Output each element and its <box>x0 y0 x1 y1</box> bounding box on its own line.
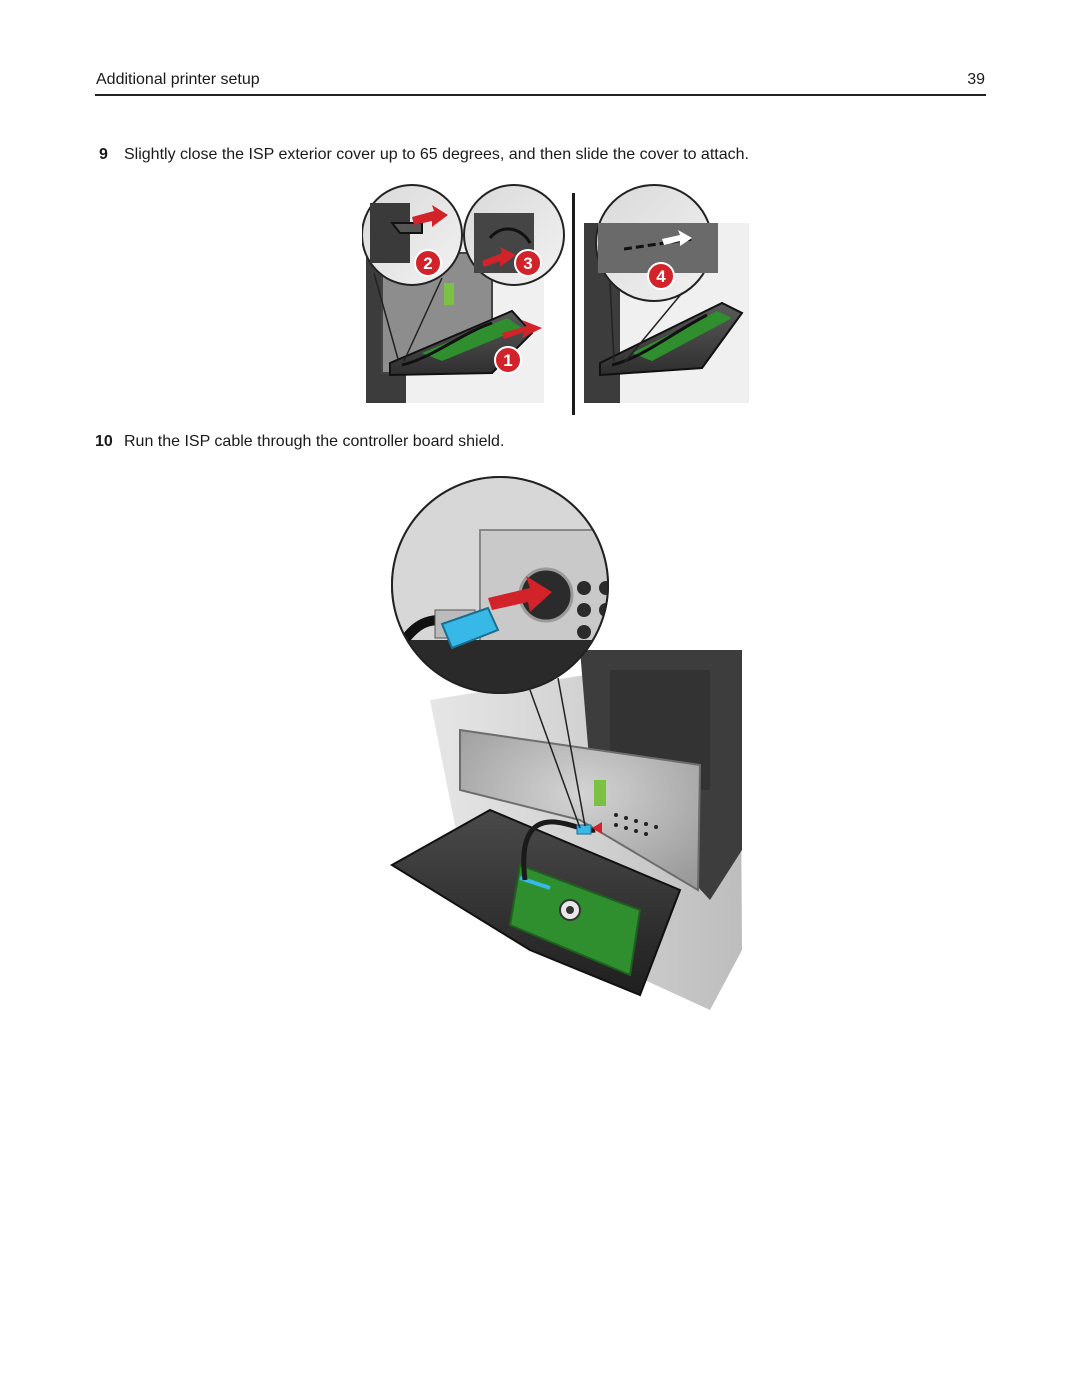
page-header: Additional printer setup 39 <box>95 70 986 96</box>
svg-text:3: 3 <box>523 254 532 273</box>
callout-3: 3 <box>514 249 542 277</box>
direction-arrow <box>488 576 552 612</box>
svg-text:1: 1 <box>503 351 512 370</box>
svg-text:4: 4 <box>656 267 666 286</box>
step-text: Run the ISP cable through the controller… <box>124 433 505 450</box>
zoom-circle-3 <box>463 184 565 286</box>
header-title: Additional printer setup <box>96 71 260 88</box>
step-text: Slightly close the ISP exterior cover up… <box>124 146 749 163</box>
page-number: 39 <box>967 71 985 88</box>
step-10-illustration <box>380 470 750 1035</box>
open-isp-cover <box>390 808 682 997</box>
cable-connector <box>576 824 592 835</box>
figure-divider <box>572 193 575 415</box>
step-9-illustration: 2 3 1 4 <box>362 183 752 415</box>
callout-4: 4 <box>647 262 675 290</box>
step-9: 9 Slightly close the ISP exterior cover … <box>99 146 979 168</box>
step-number: 9 <box>99 146 108 163</box>
step-10: 10 Run the ISP cable through the control… <box>95 433 975 455</box>
callout-1: 1 <box>494 346 522 374</box>
cable-connector-zoomed <box>440 606 500 650</box>
small-arrow <box>592 822 602 834</box>
step-number: 10 <box>95 433 113 450</box>
callout-2: 2 <box>414 249 442 277</box>
svg-text:2: 2 <box>423 254 432 273</box>
zoom-circle-2 <box>362 184 463 286</box>
